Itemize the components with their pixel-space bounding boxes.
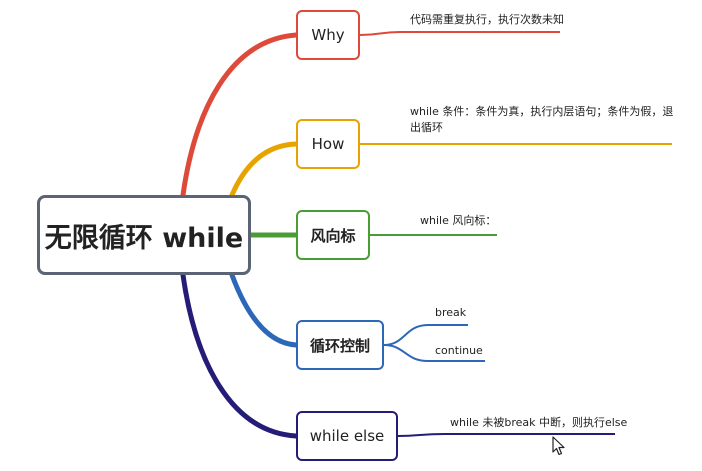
root-node[interactable]: 无限循环 while [37, 195, 251, 275]
branch-while-else[interactable]: while else [296, 411, 398, 461]
branch-why[interactable]: Why [296, 10, 360, 60]
connector-else [180, 272, 299, 439]
note-break[interactable]: break [435, 306, 467, 319]
note-why[interactable]: 代码需重复执行，执行次数未知 [410, 13, 564, 26]
connector-ctrl [229, 272, 299, 348]
branch-wind-vane[interactable]: 风向标 [296, 210, 370, 260]
branch-loop-control[interactable]: 循环控制 [296, 320, 384, 370]
branch-how[interactable]: How [296, 119, 360, 169]
note-line-why [359, 31, 560, 36]
note-while-else[interactable]: while 未被break 中断，则执行else [450, 416, 628, 429]
mouse-pointer-icon [552, 436, 565, 456]
note-how[interactable]: while 条件：条件为真，执行内层语句；条件为假，退出循环 [410, 105, 674, 134]
note-continue[interactable]: continue [435, 344, 483, 357]
note-line-else [397, 433, 615, 437]
note-wind-vane[interactable]: while 风向标： [420, 214, 497, 227]
note-line-break [383, 324, 468, 346]
connector-how [229, 141, 299, 198]
connector-why [180, 32, 299, 198]
note-line-continue [383, 344, 485, 362]
